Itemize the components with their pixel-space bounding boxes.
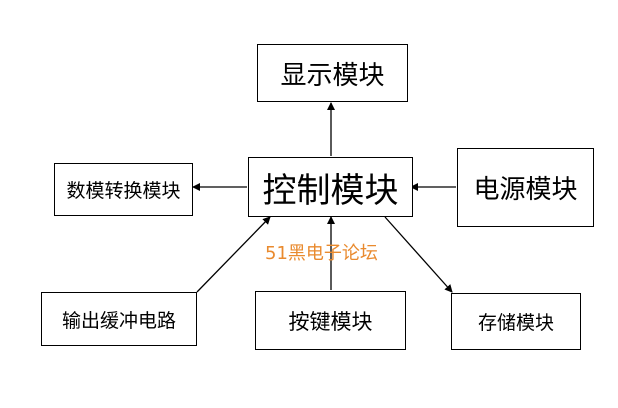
arrow-control-to-storage	[384, 216, 453, 293]
power-module-label: 电源模块	[473, 175, 578, 205]
storage-module-label: 存储模块	[477, 312, 554, 334]
arrow-output-buffer-to-control	[196, 216, 271, 293]
output-buffer-label: 输出缓冲电路	[61, 309, 176, 332]
keypad-module-label: 按键模块	[288, 309, 373, 334]
control-module-box: 控制模块	[248, 157, 413, 217]
storage-module-box: 存储模块	[451, 293, 581, 350]
watermark-text: 51黑电子论坛	[265, 243, 378, 264]
display-module-label: 显示模块	[280, 60, 385, 91]
control-module-label: 控制模块	[262, 170, 399, 211]
adc-module-label: 数模转换模块	[66, 180, 181, 202]
power-module-box: 电源模块	[457, 148, 594, 227]
display-module-box: 显示模块	[257, 44, 408, 102]
adc-module-box: 数模转换模块	[54, 163, 193, 216]
keypad-module-box: 按键模块	[255, 291, 406, 350]
output-buffer-box: 输出缓冲电路	[41, 292, 197, 346]
